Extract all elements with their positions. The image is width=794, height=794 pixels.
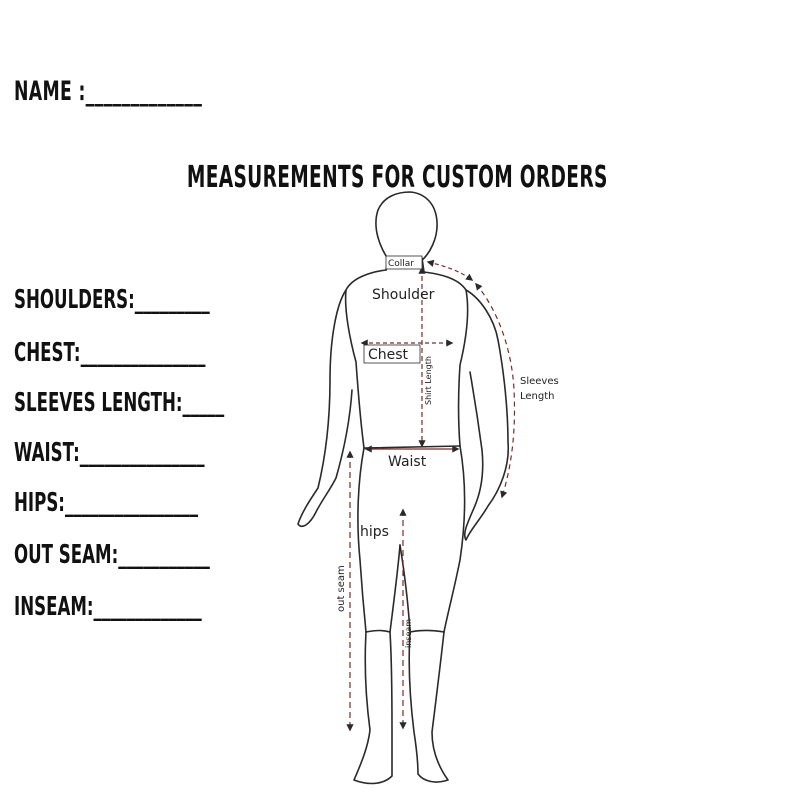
name-field-label[interactable]: NAME :_____________	[14, 76, 203, 107]
collar-label-box	[385, 255, 423, 270]
sleeves-label-line2: Length	[520, 391, 555, 402]
field-hips[interactable]: HIPS:________________	[14, 488, 199, 518]
field-sleeves-length[interactable]: SLEEVES LENGTH:_____	[14, 388, 225, 418]
field-out-seam[interactable]: OUT SEAM:___________	[14, 540, 210, 570]
sleeves-label-line1: Sleeves	[520, 376, 559, 387]
collar-label: Collar	[388, 259, 414, 269]
page-title-text: MEASUREMENTS FOR CUSTOM ORDERS	[186, 160, 608, 195]
waist-line	[363, 445, 461, 449]
right-arm-outline	[463, 289, 510, 541]
shoulder-label: Shoulder	[372, 287, 435, 303]
left-leg-outline	[353, 447, 401, 785]
chest-label-box	[363, 344, 421, 364]
head-outline	[375, 191, 438, 263]
inseam-label: inseam	[404, 619, 413, 648]
body-outline	[297, 191, 510, 785]
left-arm-outline	[297, 289, 353, 528]
measurement-lines	[346, 259, 516, 732]
field-chest[interactable]: CHEST:_______________	[14, 338, 206, 368]
field-waist[interactable]: WAIST:_______________	[14, 438, 205, 468]
shoulder-measure-line	[426, 259, 474, 281]
right-leg-outline	[399, 445, 466, 783]
waist-label: Waist	[388, 454, 427, 470]
shirt-length-label: Shirt Length	[424, 356, 433, 405]
chest-label: Chest	[368, 347, 409, 363]
sleeve-measure-line	[475, 282, 516, 499]
out-seam-label: out seam	[336, 565, 347, 612]
knee-lines	[365, 629, 445, 633]
field-inseam[interactable]: INSEAM:_____________	[14, 592, 202, 622]
field-shoulders[interactable]: SHOULDERS:_________	[14, 285, 210, 315]
page-title: MEASUREMENTS FOR CUSTOM ORDERS	[0, 160, 794, 195]
hips-label: hips	[360, 524, 389, 540]
